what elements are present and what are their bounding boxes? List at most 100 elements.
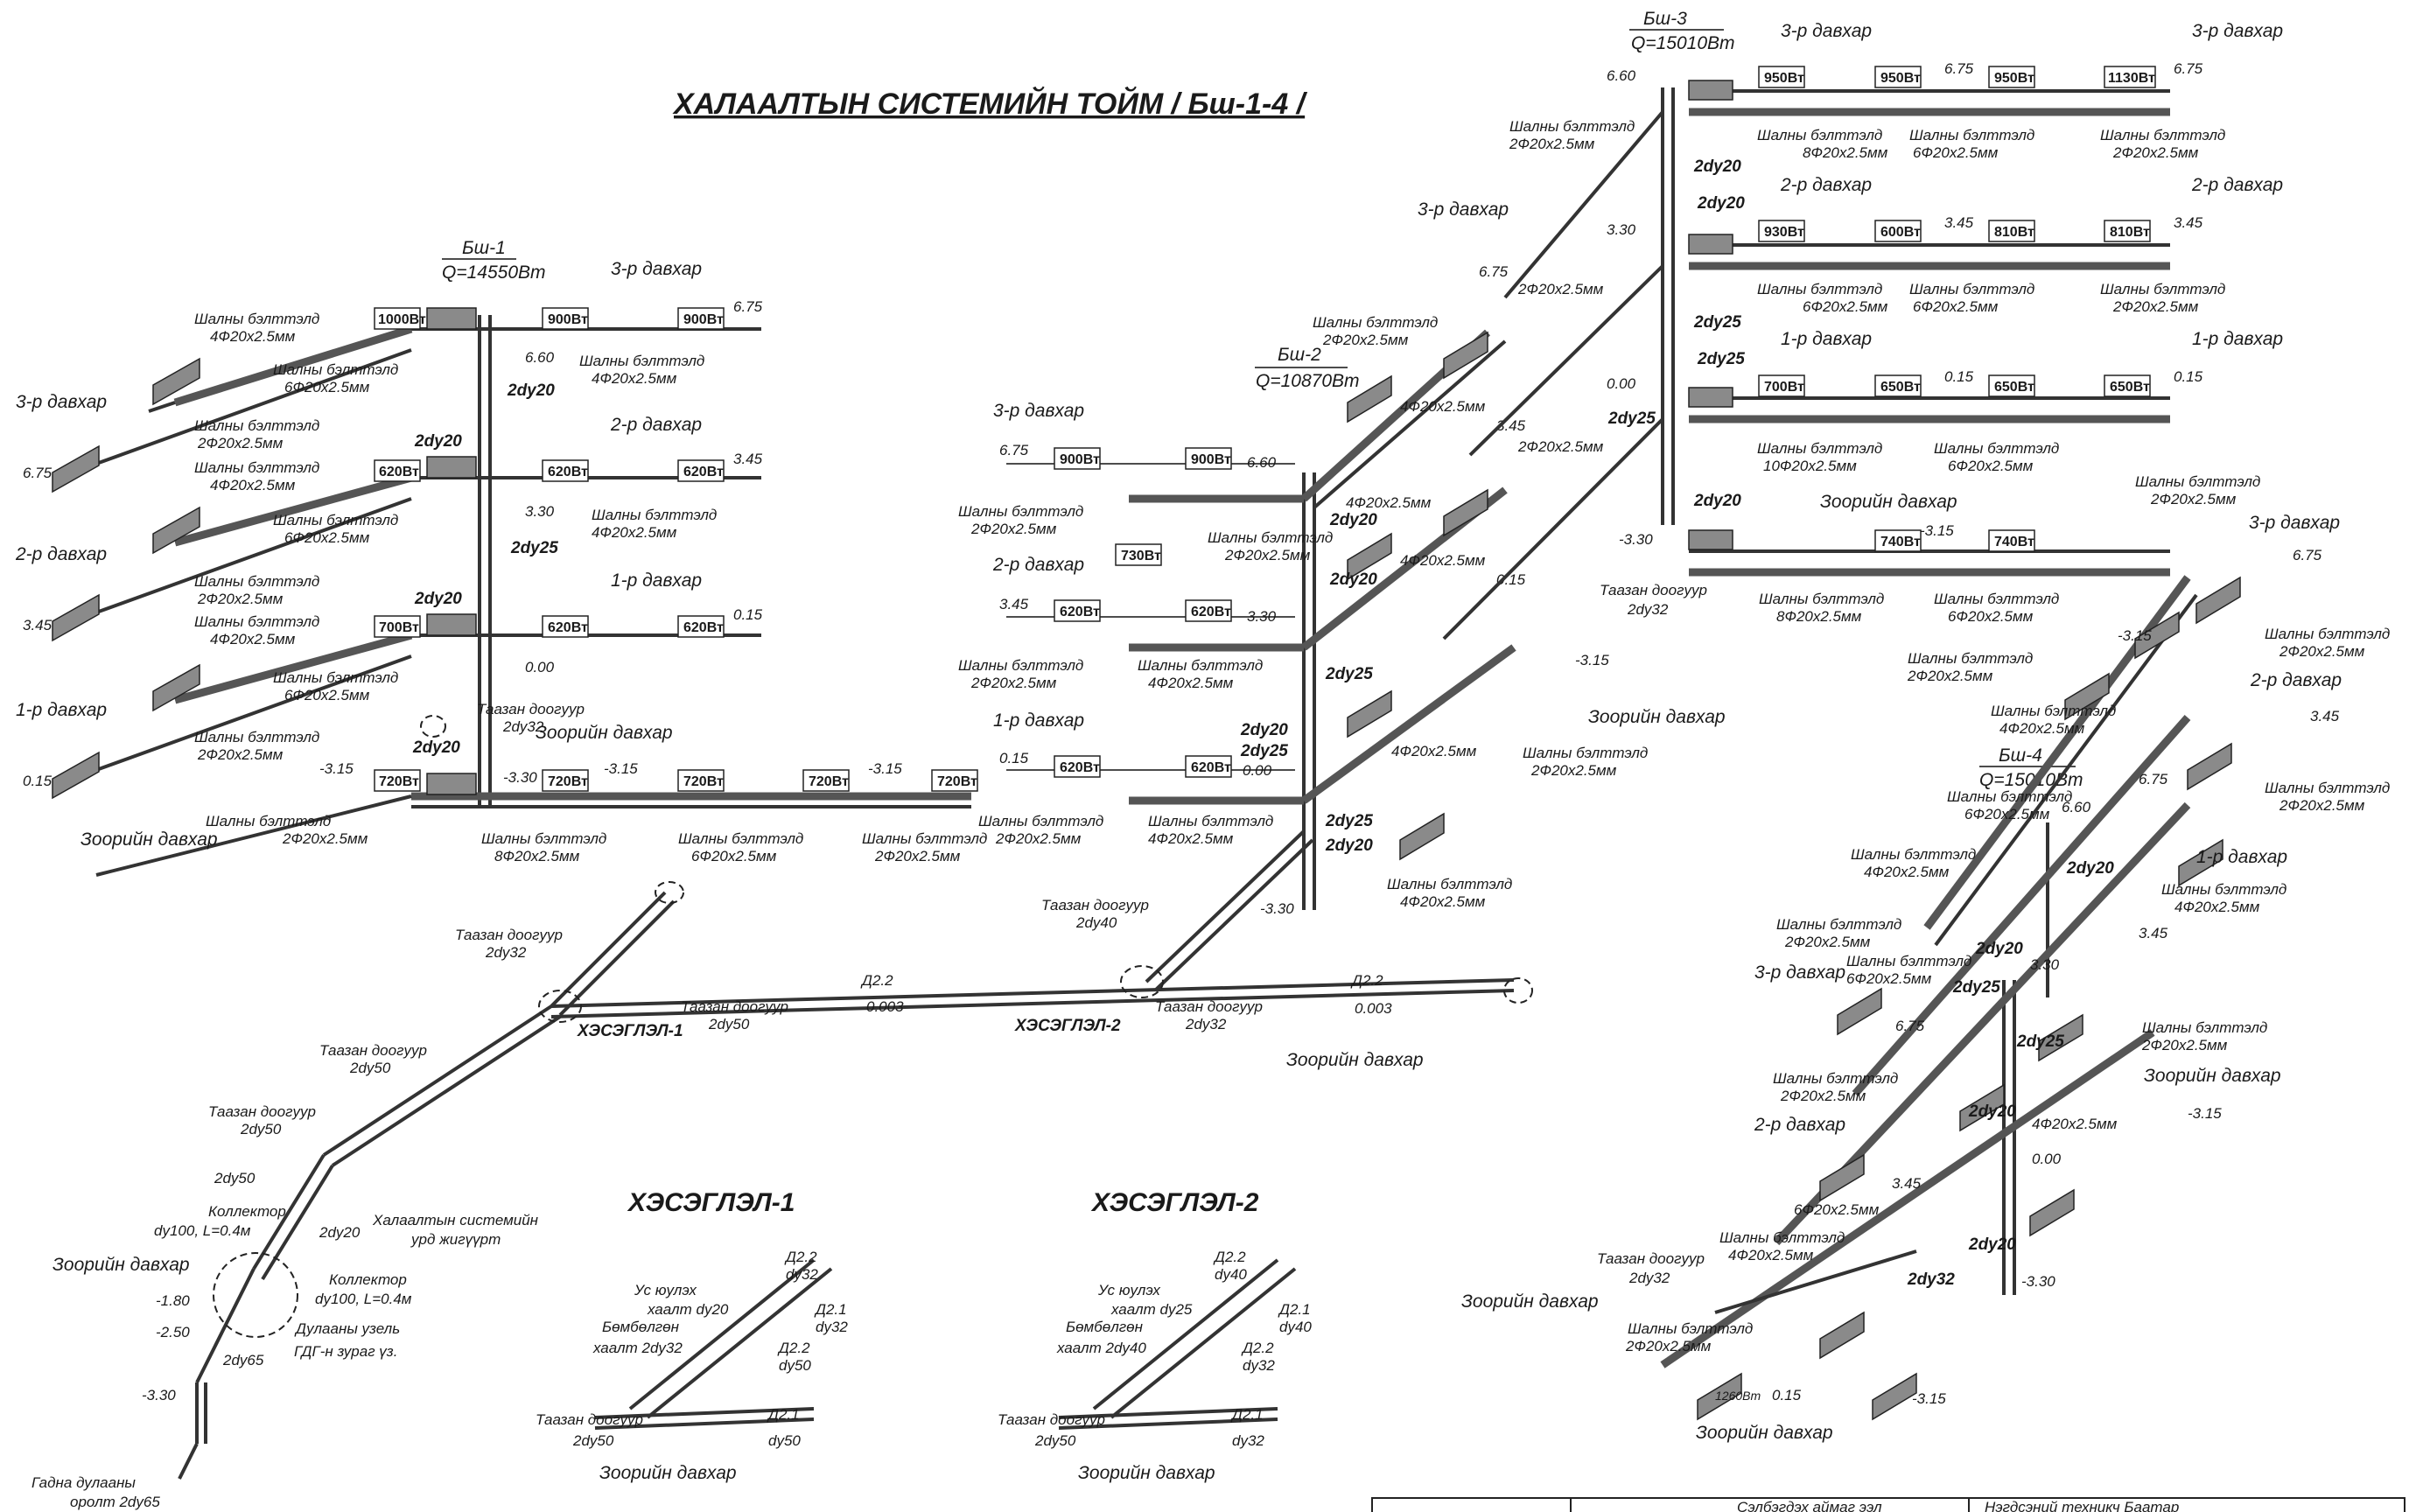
detail-title-1: ХЭСЭГЛЭЛ-1 <box>627 1188 795 1217</box>
pipe-spec: 4Ф20х2.5мм <box>1400 552 1486 569</box>
pipe-spec: 6Ф20х2.5мм <box>1964 806 2050 822</box>
radiator-label: Шалны бэлттэлд <box>1509 118 1635 135</box>
pipe-code: Д2.1 <box>1278 1301 1311 1318</box>
power-label: 1260Вт <box>1715 1389 1761 1403</box>
pipe-spec: 2Ф20х2.5мм <box>1530 762 1617 779</box>
floor-label: 1-р давхар <box>1781 329 1872 349</box>
radiator-label: Шалны бэлттэлд <box>579 353 704 369</box>
level-mark: -3.15 <box>2188 1105 2222 1122</box>
power-label: 650Вт <box>2110 380 2150 395</box>
power-label: 950Вт <box>1764 71 1804 86</box>
pipe-diameter: dy40 <box>1279 1319 1312 1335</box>
pipe-diameter: 2dy25 <box>1325 665 1373 683</box>
floor-label: Зоорийн давхар <box>536 723 673 743</box>
radiator-label: Шалны бэлттэлд <box>1387 876 1512 892</box>
power-label: 620Вт <box>683 620 724 635</box>
level-mark: 6.60 <box>2062 799 2091 816</box>
pipe-spec: 4Ф20х2.5мм <box>1148 830 1234 847</box>
level-mark: -2.50 <box>156 1324 190 1340</box>
radiator-label: Шалны бэлттэлд <box>2265 626 2390 642</box>
pipe-code: Д2.2 <box>860 972 893 989</box>
riser-bsh2-name: Бш-2 <box>1278 345 1321 365</box>
floor-label: Зоорийн давхар <box>599 1463 737 1483</box>
pipe-spec: 2Ф20х2.5мм <box>2279 643 2365 660</box>
floor-label: 2-р давхар <box>992 555 1084 575</box>
power-label: 1000Вт <box>378 312 426 327</box>
pipe-diameter: 2dy25 <box>2016 1032 2064 1051</box>
pipe-spec: 4Ф20х2.5мм <box>1346 494 1432 511</box>
pipe-diameter: 2dy20 <box>1968 1236 2016 1254</box>
level-mark: 0.15 <box>733 606 763 623</box>
power-label: 720Вт <box>548 774 588 789</box>
node-label: ХЭСЭГЛЭЛ-1 <box>577 1022 683 1040</box>
collector-label: Коллектор <box>329 1271 407 1288</box>
pipe-diameter: 2dy20 <box>1968 1102 2016 1121</box>
radiator-label: Шалны бэлттэлд <box>1991 703 2116 719</box>
valve-label: хаалт dy20 <box>647 1301 729 1318</box>
radiator-label: Шалны бэлттэлд <box>1628 1320 1753 1337</box>
power-label: 650Вт <box>1880 380 1921 395</box>
radiator-label: Шалны бэлттэлд <box>273 669 398 686</box>
riser-bsh2-q: Q=10870Вт <box>1256 371 1360 391</box>
radiator-label: Шалны бэлттэлд <box>862 830 987 847</box>
floor-label: 3-р давхар <box>16 392 107 412</box>
supply-label: Таазан доогуур <box>1155 998 1263 1015</box>
power-label: 740Вт <box>1880 535 1921 550</box>
pipe-diameter: 2dy20 <box>507 382 555 400</box>
pipe-spec: 2Ф20х2.5мм <box>1780 1088 1866 1104</box>
floor-label: 1-р давхар <box>993 710 1084 731</box>
pipe-diameter: 2dy20 <box>1693 492 1741 510</box>
pipe-diameter: dy32 <box>816 1319 848 1335</box>
pipe-diameter: 2dy32 <box>502 718 544 735</box>
supply-label: Таазан доогуур <box>208 1103 316 1120</box>
radiator-label: Шалны бэлттэлд <box>273 361 398 378</box>
front-wall-label: урд жигүүрт <box>410 1231 501 1248</box>
pipe-spec: 8Ф20х2.5мм <box>1776 608 1862 625</box>
level-mark: 6.75 <box>2293 547 2322 564</box>
inlet-label: оролт 2dy65 <box>70 1494 160 1510</box>
pipe-spec: 2Ф20х2.5мм <box>282 830 368 847</box>
pipe-code: Д2.1 <box>814 1301 847 1318</box>
pipe-diameter: 2dy32 <box>1907 1270 1955 1289</box>
radiator-label: Шалны бэлттэлд <box>2100 281 2225 298</box>
radiator-label: Шалны бэлттэлд <box>194 573 319 590</box>
pipe-spec: 4Ф20х2.5мм <box>210 477 296 494</box>
ball-valve-label: хаалт 2dy40 <box>1056 1340 1146 1356</box>
pipe-spec: 2Ф20х2.5мм <box>197 435 284 452</box>
radiator-label: Шалны бэлттэлд <box>1757 127 1882 144</box>
riser-bsh1-lines <box>95 307 971 877</box>
title-block-cell: Сэлбэгдэх аймаг ээл <box>1737 1499 1882 1512</box>
level-mark: -3.15 <box>319 760 354 777</box>
power-label: 620Вт <box>1191 760 1231 775</box>
pipe-diameter: dy50 <box>768 1432 801 1449</box>
radiator-label: Шалны бэлттэлд <box>958 657 1083 674</box>
floor-label: 2-р давхар <box>1780 175 1872 195</box>
power-label: 950Вт <box>1994 71 2034 86</box>
supply-label: Таазан доогуур <box>681 998 788 1015</box>
pipe-spec: 2Ф20х2.5мм <box>1907 668 1993 684</box>
floor-label: 1-р давхар <box>2192 329 2283 349</box>
power-label: 620Вт <box>1060 760 1100 775</box>
pipe-diameter: 2dy20 <box>2066 859 2114 878</box>
level-mark: 6.75 <box>999 442 1029 458</box>
level-mark: 3.30 <box>2030 956 2060 973</box>
level-mark: 3.45 <box>23 617 53 634</box>
pipe-diameter: dy32 <box>1243 1357 1275 1374</box>
pipe-spec: 4Ф20х2.5мм <box>210 328 296 345</box>
riser-bsh1-q: Q=14550Вт <box>442 262 546 283</box>
power-label: 900Вт <box>548 312 588 327</box>
pipe-diameter: 2dy32 <box>485 944 527 961</box>
level-mark: 0.00 <box>525 659 555 676</box>
bsh2-radiators <box>1347 331 1488 861</box>
floor-label: 1-р давхар <box>611 570 702 591</box>
pipe-diameter: 2dy25 <box>1325 812 1373 830</box>
floor-label: 3-р давхар <box>1781 21 1872 41</box>
pipe-spec: 8Ф20х2.5мм <box>1803 144 1888 161</box>
supply-label: Таазан доогуур <box>1597 1250 1705 1267</box>
floor-label: 3-р давхар <box>2192 21 2283 41</box>
bsh2-power-boxes: 900Вт 900Вт 730Вт 620Вт 620Вт 620Вт 620В… <box>1054 447 1232 778</box>
supply-label: Таазан доогуур <box>455 927 563 943</box>
power-label: 810Вт <box>2110 225 2150 240</box>
radiator-label: Шалны бэлттэлд <box>194 729 319 746</box>
pipe-spec: 6Ф20х2.5мм <box>284 529 370 546</box>
